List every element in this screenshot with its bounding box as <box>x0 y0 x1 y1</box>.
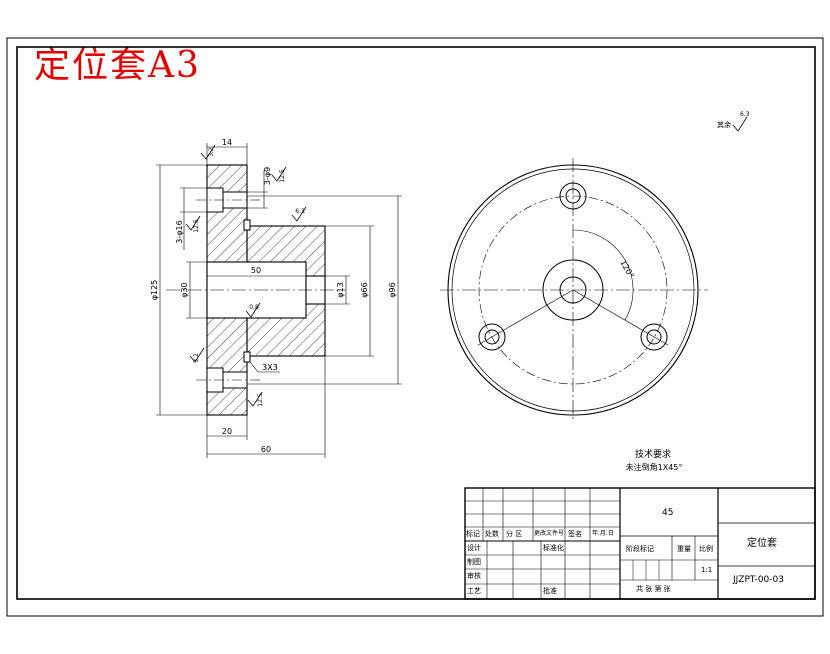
title-block <box>464 487 816 600</box>
dim-3phi9: 3-φ9 <box>263 167 272 185</box>
tb-drawing-no: JJZPT-00-03 <box>733 575 784 585</box>
rough-3.2: 3.2 <box>208 147 215 157</box>
section-view <box>156 116 748 458</box>
dim-60: 60 <box>261 445 271 454</box>
tb-row-process: 工艺 <box>467 587 481 595</box>
dim-14: 14 <box>222 138 232 147</box>
tb-stage: 阶段标记 <box>626 545 654 553</box>
tb-header-mark: 标记 <box>466 530 480 538</box>
tb-std: 标准化 <box>543 544 564 552</box>
notes-line1: 未注倒角1X45° <box>626 462 683 472</box>
dim-phi13: φ13 <box>336 282 345 297</box>
notes-heading: 技术要求 <box>635 448 671 460</box>
dim-phi125: φ125 <box>150 280 159 301</box>
dim-3phi16: 3-φ16 <box>175 220 184 243</box>
tb-part-name: 定位套 <box>747 538 777 549</box>
dim-3x3: 3X3 <box>262 363 278 372</box>
tb-approve: 批准 <box>543 587 557 595</box>
dim-phi66: φ66 <box>360 282 369 297</box>
dim-50: 50 <box>251 266 261 275</box>
dim-120deg: 120° <box>618 259 635 280</box>
rough-12.5-b: 12.5 <box>193 219 200 233</box>
dim-phi96: φ96 <box>388 282 397 297</box>
tb-scale-label: 比例 <box>699 545 713 553</box>
top-view <box>440 158 708 422</box>
tb-material: 45 <box>662 508 674 518</box>
rough-3.2-b: 3.2 <box>193 353 200 363</box>
tb-header-date: 年.月.日 <box>592 530 614 537</box>
tb-sheets: 共 张 第 张 <box>636 585 671 593</box>
tb-row-check: 审核 <box>467 572 481 580</box>
rough-rest-label: 其余 <box>717 120 731 129</box>
rough-12.5-a: 12.5 <box>279 169 286 183</box>
tb-row-draw: 制图 <box>467 558 481 566</box>
tb-header-docno: 更改文件号 <box>534 530 565 537</box>
rough-12.5-c: 12.5 <box>257 393 264 407</box>
rough-6.3: 6.3 <box>295 208 305 215</box>
inner-border <box>16 46 816 600</box>
tb-header-sign: 签名 <box>568 530 582 538</box>
tb-header-zone: 分 区 <box>506 530 523 538</box>
dim-20: 20 <box>222 427 232 436</box>
outer-border <box>6 37 824 617</box>
tb-weight: 重量 <box>677 545 691 553</box>
tb-row-design: 设计 <box>467 544 481 552</box>
tb-header-count: 处数 <box>485 530 499 538</box>
tb-scale: 1:1 <box>701 566 713 574</box>
drawing-title-overlay: 定位套A3 <box>34 45 201 86</box>
rough-0.8: 0.8 <box>249 304 259 311</box>
rough-rest-value: 6.3 <box>740 111 750 118</box>
dim-phi30: φ30 <box>180 282 189 297</box>
